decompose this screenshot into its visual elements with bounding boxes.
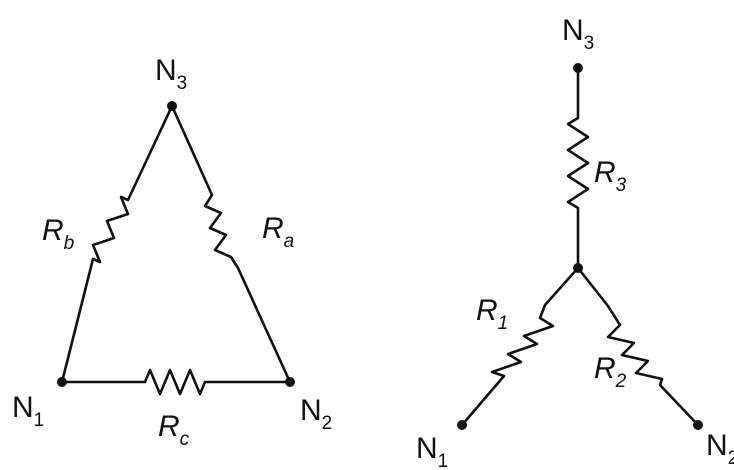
wye-node-n1-label: N1 — [416, 432, 448, 470]
wye-wire-r2 — [576, 266, 700, 427]
wye-node-n1-dot — [457, 420, 467, 430]
delta-resistor-ra-label: Ra — [262, 212, 294, 252]
wye-node-n3-dot — [573, 63, 583, 73]
delta-wire-rb — [60, 104, 174, 384]
delta-resistor-rb-label: Rb — [42, 214, 74, 254]
wye-resistor-r2-label: R2 — [594, 352, 627, 392]
delta-wire-ra — [170, 104, 292, 384]
wye-resistor-r1-label: R1 — [476, 294, 508, 334]
wye-wire-r3 — [566, 66, 590, 270]
wye-center-dot — [573, 263, 583, 273]
delta-node-n2-label: N2 — [300, 394, 332, 434]
delta-wire-rc — [60, 368, 292, 396]
wye-node-n3-label: N3 — [562, 14, 594, 54]
wye-resistor-r3-label: R3 — [594, 156, 627, 196]
wye-network: N3 N1 N2 R3 R1 R2 — [416, 14, 734, 470]
delta-node-n2-dot — [285, 377, 295, 387]
wye-node-n2-label: N2 — [706, 429, 734, 469]
wye-wire-r1 — [460, 266, 580, 427]
delta-node-n3-label: N3 — [155, 54, 187, 94]
delta-resistor-rc-label: Rc — [158, 410, 190, 450]
delta-node-n1-dot — [57, 377, 67, 387]
delta-node-n1-label: N1 — [12, 391, 44, 431]
delta-network: N3 N1 N2 Rb Ra Rc — [12, 54, 332, 450]
delta-node-n3-dot — [167, 101, 177, 111]
wye-node-n2-dot — [693, 420, 703, 430]
